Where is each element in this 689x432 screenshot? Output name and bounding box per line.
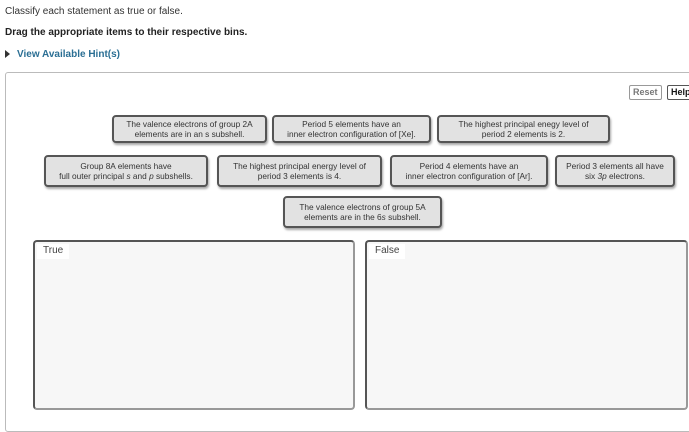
- item-text: inner electron configuration of [Xe].: [287, 129, 416, 139]
- item-text: period 2 elements is 2.: [481, 129, 566, 139]
- item-text: p: [149, 171, 154, 181]
- item-text: s: [126, 171, 131, 181]
- bin-label: False: [369, 244, 406, 259]
- instruction-text: Classify each statement as true or false…: [5, 6, 183, 17]
- reset-button[interactable]: Reset: [629, 85, 662, 100]
- item-text: six: [585, 171, 598, 181]
- item-text: Period 4 elements have an: [419, 161, 519, 171]
- help-button[interactable]: Help: [667, 85, 689, 100]
- instruction-bold-text: Drag the appropriate items to their resp…: [5, 27, 248, 38]
- caret-right-icon: [5, 50, 10, 58]
- item-text: The highest principal energy level of: [233, 161, 366, 171]
- item-text: Period 3 elements all have: [566, 161, 664, 171]
- item-text: full outer principal: [59, 171, 127, 181]
- item-text: elements are in the 6: [304, 212, 382, 222]
- item-text: The highest principal enegy level of: [458, 119, 589, 129]
- item-text: electrons.: [606, 171, 645, 181]
- view-hints-link[interactable]: View Available Hint(s): [5, 49, 120, 60]
- item-text: and: [130, 171, 150, 181]
- item-text: inner electron configuration of [Ar].: [405, 171, 533, 181]
- item-text: Period 5 elements have an: [302, 119, 401, 129]
- bin-label: True: [37, 244, 70, 259]
- item-text: The valence electrons of group 2A: [126, 119, 253, 129]
- item-text: elements are in an s subshell.: [134, 129, 245, 139]
- true-bin[interactable]: True: [33, 240, 355, 410]
- item-text: s: [381, 212, 386, 222]
- item-text: 3p: [597, 171, 607, 181]
- item-text: Group 8A elements have: [80, 161, 172, 171]
- item-text: subshell.: [385, 212, 421, 222]
- view-hints-label: View Available Hint(s): [17, 49, 120, 60]
- item-text: subshells.: [153, 171, 193, 181]
- false-bin[interactable]: False: [365, 240, 688, 410]
- item-text: The valence electrons of group 5A: [299, 202, 426, 212]
- item-text: period 3 elements is 4.: [257, 171, 342, 181]
